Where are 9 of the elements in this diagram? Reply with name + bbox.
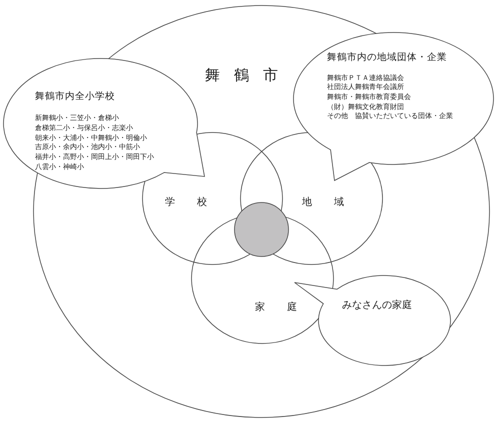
bubble-text: みなさんの家庭 xyxy=(342,300,412,312)
title-label: 舞鶴市 xyxy=(205,66,292,84)
circle-label: 家庭 xyxy=(255,302,319,314)
speech-bubble xyxy=(2,58,204,188)
circle-label: 学校 xyxy=(165,196,229,210)
circle-label: 地域 xyxy=(302,196,366,210)
center-circle xyxy=(234,202,288,256)
bubble-heading: 舞鶴市内の地域団体・企業 xyxy=(327,52,447,64)
bubble-heading: 舞鶴市内全小学校 xyxy=(35,91,115,103)
